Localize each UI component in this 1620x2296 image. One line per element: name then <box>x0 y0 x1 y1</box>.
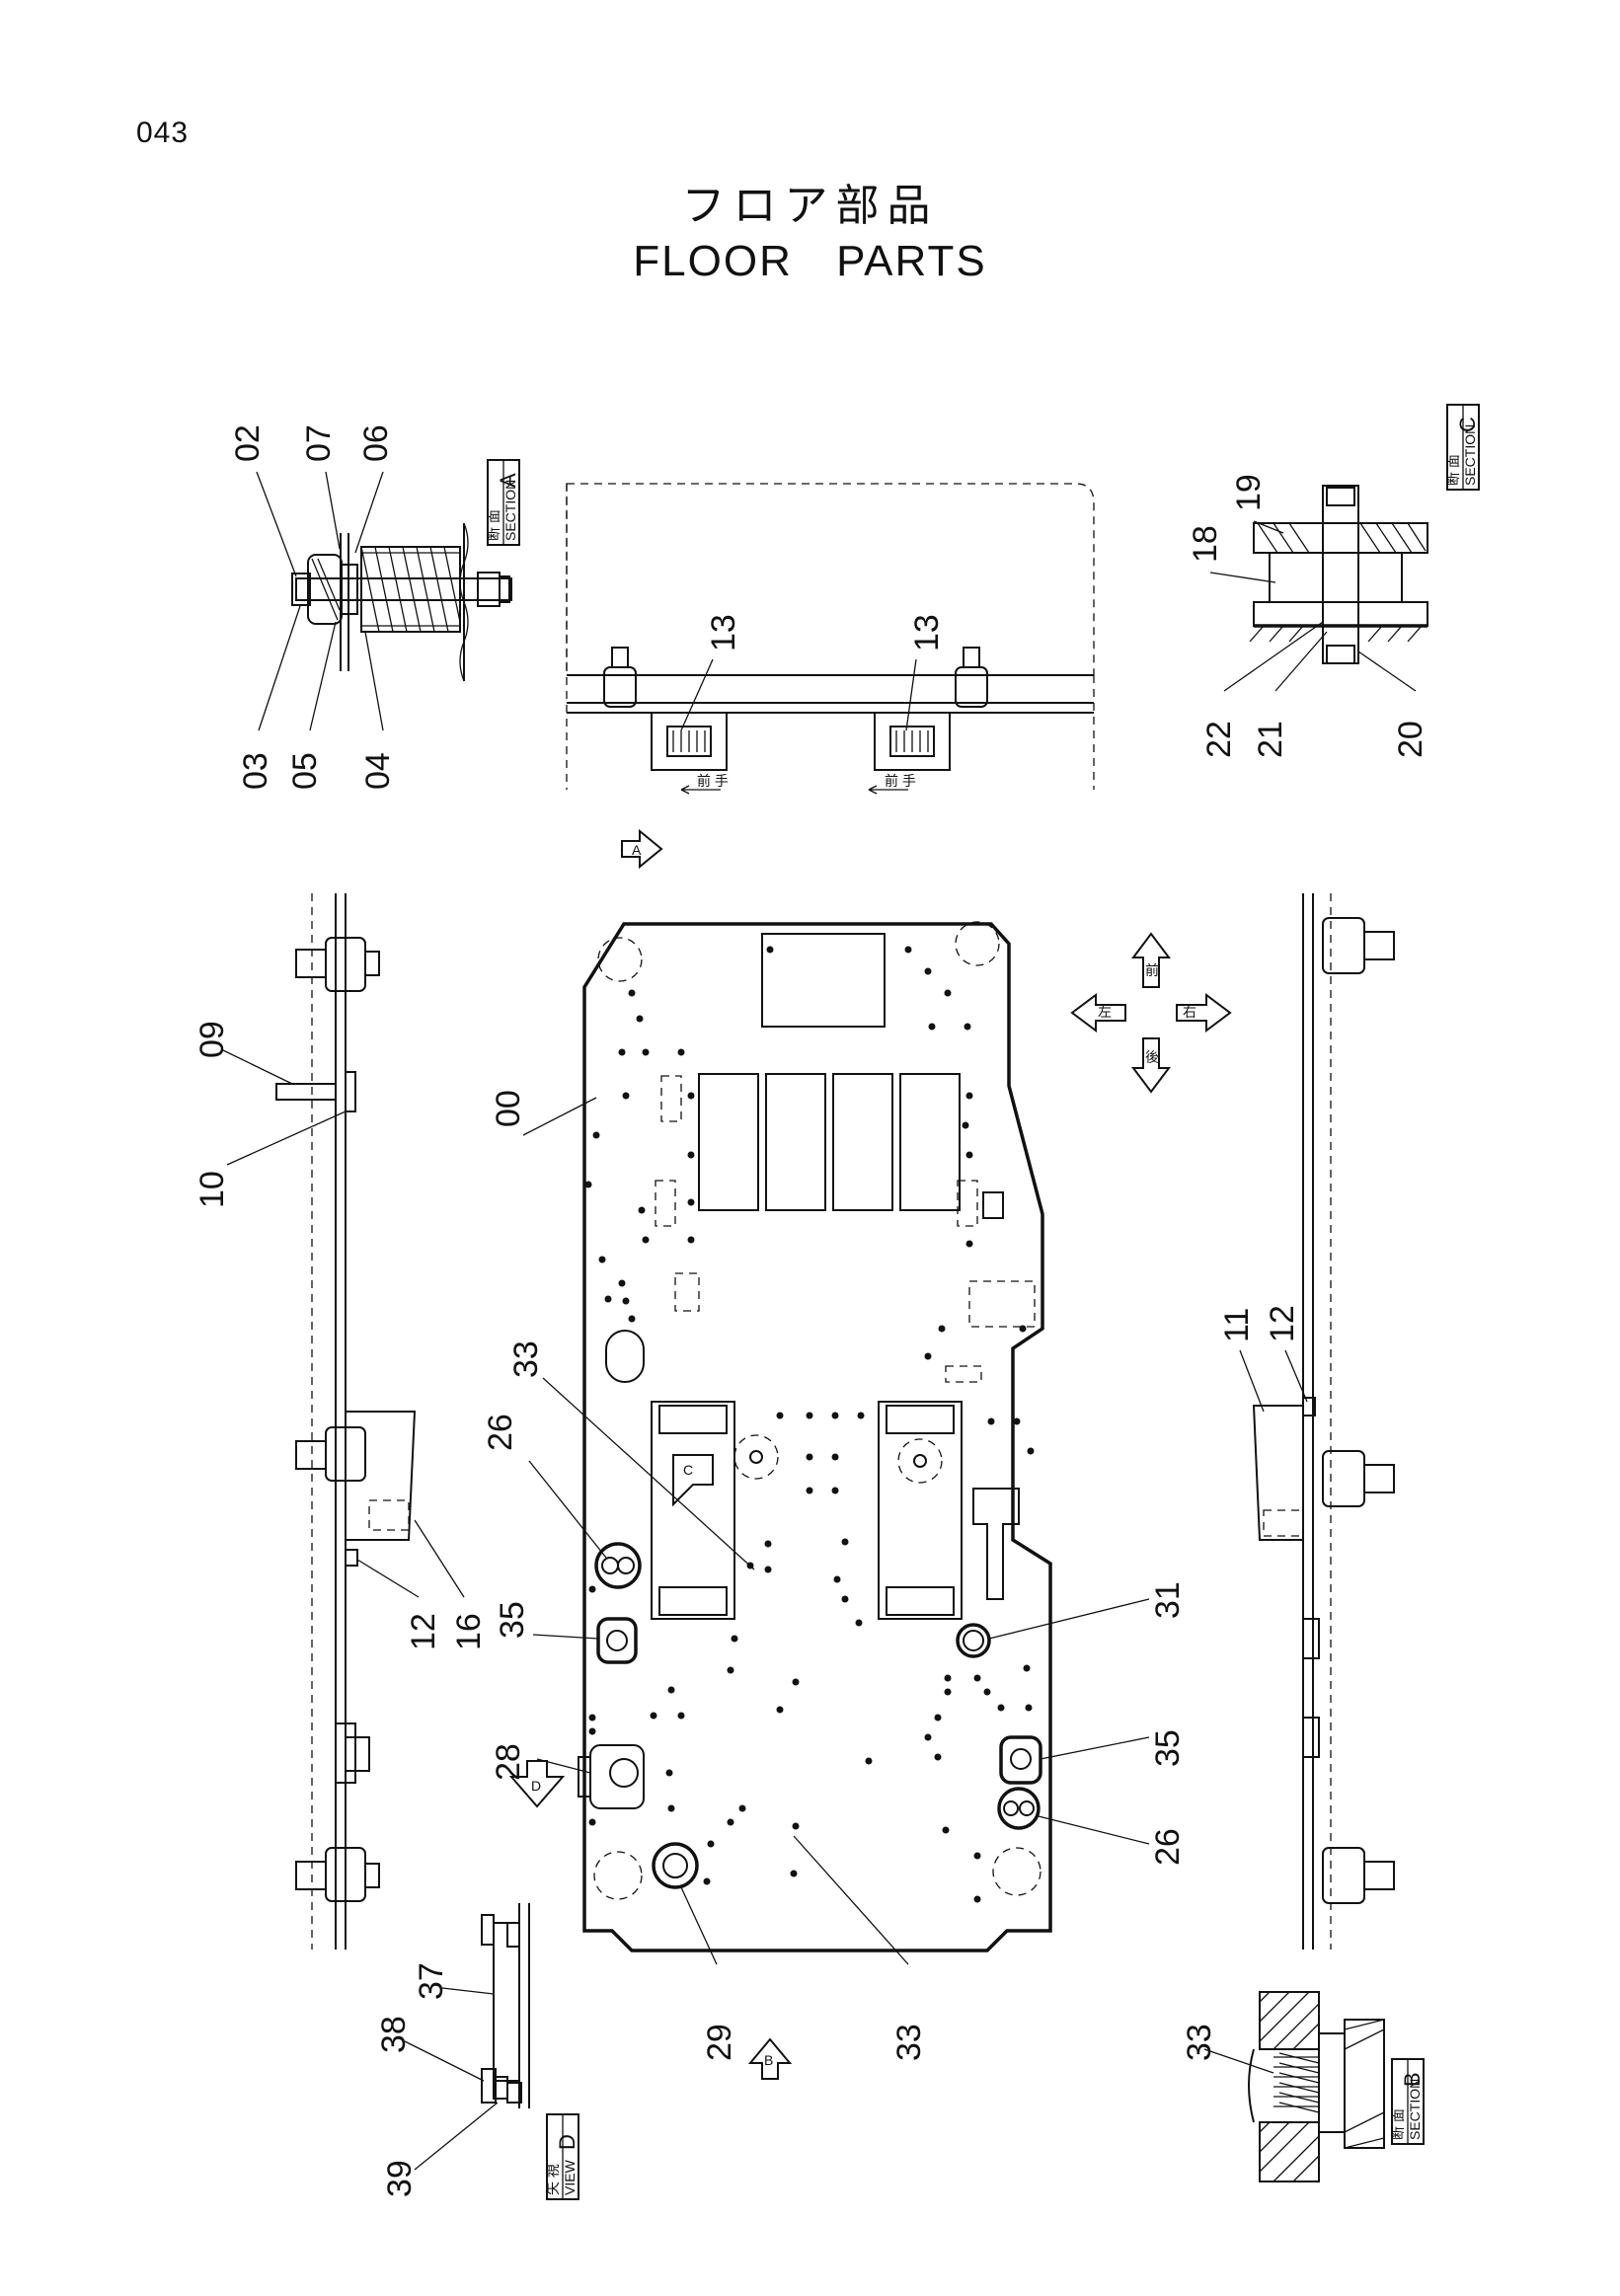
callout-39: 39 <box>381 2160 419 2197</box>
compass-rear: 後 <box>1145 1049 1159 1065</box>
callout-07: 07 <box>300 424 338 462</box>
callout-26-right: 26 <box>1149 1828 1187 1866</box>
view-d-tag-en: VIEW <box>562 2159 578 2195</box>
view-d-callouts: 37 38 39 <box>375 1962 450 2197</box>
mount-note-left: 前 手 <box>697 773 729 789</box>
callout-31: 31 <box>1149 1581 1187 1619</box>
callout-29: 29 <box>701 2024 738 2061</box>
compass-front: 前 <box>1145 962 1159 978</box>
section-b-tag-en: SECTION <box>1407 2079 1423 2140</box>
view-d-tag-jp: 矢 視 <box>545 2164 561 2195</box>
callout-19: 19 <box>1230 474 1268 511</box>
section-a-callouts: 02 07 06 03 05 04 <box>229 424 397 790</box>
left-side-callouts: 09 10 12 16 <box>193 1021 488 1650</box>
callout-35-right: 35 <box>1149 1729 1187 1767</box>
view-arrow-b-label: B <box>764 2052 773 2068</box>
callout-10: 10 <box>193 1171 231 1208</box>
page-number: 043 <box>136 116 190 149</box>
callout-35-left: 35 <box>494 1601 531 1639</box>
view-arrow-a: A <box>621 828 663 870</box>
page-title-english: FLOOR PARTS <box>633 237 987 285</box>
callout-05: 05 <box>286 752 324 790</box>
callout-06: 06 <box>357 424 395 462</box>
compass-left: 左 <box>1098 1004 1112 1020</box>
callout-02: 02 <box>229 424 267 462</box>
view-d-tag-letter: D <box>555 2134 579 2150</box>
view-arrow-a-label: A <box>632 842 642 858</box>
view-d-tag: 矢 視 VIEW D <box>545 2113 579 2200</box>
callout-33-upper: 33 <box>507 1340 545 1378</box>
callout-37: 37 <box>413 1962 450 2000</box>
cab-callouts: 13 13 <box>705 614 946 651</box>
floor-plate: C <box>578 921 1052 1952</box>
callout-13-right: 13 <box>908 614 946 651</box>
section-a-tag-letter: A <box>496 473 520 488</box>
section-b-tag-letter: B <box>1400 2072 1425 2087</box>
section-c-tag-letter: C <box>1455 417 1480 432</box>
callout-26-left: 26 <box>482 1414 519 1451</box>
mount-note-right: 前 手 <box>885 773 916 789</box>
section-c-tag-jp: 断 面 <box>1445 454 1461 486</box>
section-a-tag-jp: 断 面 <box>486 509 501 541</box>
section-a-tag-en: SECTION <box>502 480 518 541</box>
section-b-tag-jp: 断 面 <box>1390 2108 1406 2140</box>
section-a-tag: 断 面 SECTION A <box>486 459 520 546</box>
floor-plate-callouts: 00 33 26 35 28 29 33 31 35 26 <box>482 1090 1187 2061</box>
section-c-tag-en: SECTION <box>1462 424 1478 486</box>
section-a-detail <box>291 522 512 682</box>
compass-right: 右 <box>1183 1004 1196 1020</box>
left-side-elevation <box>275 893 417 1950</box>
callout-04: 04 <box>359 752 397 790</box>
callout-18: 18 <box>1187 525 1224 563</box>
callout-12-left: 12 <box>405 1613 442 1650</box>
callout-28: 28 <box>490 1743 527 1781</box>
view-d-detail <box>481 1903 530 2108</box>
section-c-detail <box>1249 485 1428 664</box>
callout-20: 20 <box>1392 721 1429 758</box>
page-title-japanese: フロア部品 <box>681 181 939 231</box>
callout-38: 38 <box>375 2016 413 2053</box>
callout-22: 22 <box>1200 721 1238 758</box>
right-side-callouts: 11 12 <box>1218 1305 1301 1342</box>
section-b-callouts: 33 <box>1181 2024 1218 2061</box>
view-arrow-d-label: D <box>531 1778 541 1794</box>
view-arrow-d: D <box>508 1760 566 1808</box>
section-b-tag: 断 面 SECTION B <box>1390 2058 1425 2145</box>
section-c-tag: 断 面 SECTION C <box>1445 404 1480 491</box>
callout-03: 03 <box>237 752 274 790</box>
callout-09: 09 <box>193 1021 231 1058</box>
callout-33-section-b: 33 <box>1181 2024 1218 2061</box>
callout-21: 21 <box>1252 721 1289 758</box>
section-b-detail <box>1248 1991 1385 2182</box>
callout-12-right: 12 <box>1264 1305 1301 1342</box>
callout-16: 16 <box>450 1613 488 1650</box>
view-arrow-b: B <box>747 2037 793 2080</box>
callout-00: 00 <box>490 1090 527 1127</box>
right-side-elevation <box>1252 893 1395 1950</box>
direction-compass: 前 後 左 右 <box>1070 932 1232 1094</box>
section-c-callouts: 19 18 22 21 20 <box>1187 474 1429 758</box>
callout-11: 11 <box>1218 1308 1256 1342</box>
view-arrow-c-label: C <box>683 1462 693 1478</box>
callout-13-left: 13 <box>705 614 742 651</box>
cab-side-view: 前 手 前 手 <box>566 483 1095 795</box>
callout-33-lower: 33 <box>890 2024 928 2061</box>
